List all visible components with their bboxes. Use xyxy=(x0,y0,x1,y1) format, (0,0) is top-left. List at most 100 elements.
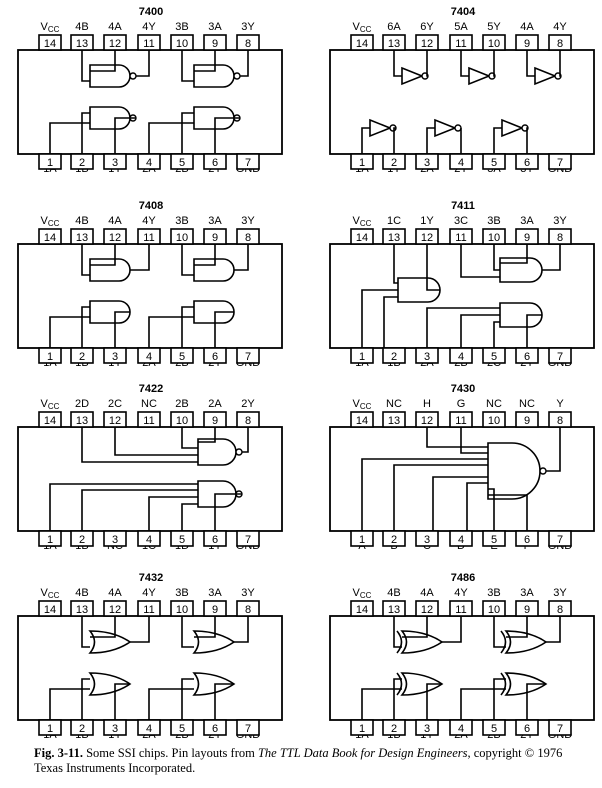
pin-number-top: 8 xyxy=(557,232,563,244)
pin-box-top xyxy=(350,600,374,617)
wire xyxy=(90,244,116,266)
wire xyxy=(393,50,402,77)
wire xyxy=(148,496,198,531)
pin-label-top: 3B xyxy=(175,587,188,599)
pin-label-top: 4A xyxy=(108,215,122,227)
pin-number-top: 12 xyxy=(109,415,121,427)
gate-body xyxy=(397,277,441,303)
pin-number-bottom: 3 xyxy=(112,157,118,169)
pin-number-bottom: 5 xyxy=(179,723,185,735)
inversion-bubble xyxy=(539,467,547,475)
pin-label-top: VCC xyxy=(41,21,60,34)
chip-7408: 7408VCC4B4A4Y3B3A3Y1A1B1Y2A2B2YGND141312… xyxy=(17,200,283,369)
pin-number-bottom: 3 xyxy=(112,723,118,735)
wire xyxy=(393,464,488,531)
wire xyxy=(81,616,90,648)
wire xyxy=(460,688,506,720)
wire xyxy=(506,616,528,638)
pin-number-top: 13 xyxy=(388,38,400,50)
pin-number-top: 9 xyxy=(524,604,530,616)
pin-number-bottom: 7 xyxy=(245,351,251,363)
gate-body xyxy=(88,672,132,696)
wire xyxy=(559,50,561,77)
pin-label-top: 6Y xyxy=(420,21,434,33)
wire xyxy=(49,122,90,154)
pin-number-top: 9 xyxy=(524,38,530,50)
pin-label-top: 4Y xyxy=(553,21,567,33)
pin-number-bottom: 3 xyxy=(424,157,430,169)
pin-number-top: 10 xyxy=(488,38,500,50)
wire xyxy=(181,503,198,531)
pin-label-top: 3Y xyxy=(553,587,567,599)
pin-number-top: 9 xyxy=(524,232,530,244)
pin-number-bottom: 4 xyxy=(458,351,464,363)
pin-label-top: 4Y xyxy=(454,587,468,599)
wire xyxy=(198,427,216,443)
gate-body xyxy=(193,300,235,324)
gate-body xyxy=(499,302,543,328)
wire xyxy=(361,289,398,348)
wire xyxy=(148,688,194,720)
pin-number-top: 13 xyxy=(76,232,88,244)
pin-number-top: 10 xyxy=(488,415,500,427)
wire xyxy=(426,683,442,720)
pin-box-bottom xyxy=(382,347,406,364)
wire xyxy=(49,483,198,531)
pin-number-bottom: 5 xyxy=(491,723,497,735)
pin-number-bottom: 7 xyxy=(557,351,563,363)
pin-box-bottom xyxy=(449,530,473,547)
pin-number-top: 8 xyxy=(245,232,251,244)
pin-label-top: VCC xyxy=(41,215,60,228)
wire xyxy=(460,50,469,77)
pin-label-top: 2B xyxy=(175,398,188,410)
chip-7411: 7411VCC1C1Y3C3B3A3Y1A1B2A2B2C2YGND141312… xyxy=(329,200,595,369)
pin-number-top: 12 xyxy=(421,415,433,427)
wire xyxy=(214,683,234,720)
pin-number-bottom: 2 xyxy=(79,351,85,363)
pin-label-top: 2Y xyxy=(241,398,255,410)
pin-number-top: 11 xyxy=(455,604,466,616)
pin-box-top xyxy=(350,411,374,428)
pin-number-top: 12 xyxy=(109,232,121,244)
gate-body xyxy=(504,672,548,696)
pin-number-top: 11 xyxy=(455,38,466,50)
wire xyxy=(194,616,216,638)
chip-body xyxy=(329,615,595,721)
wire xyxy=(546,616,561,643)
pin-box-bottom xyxy=(548,347,572,364)
chip-title: 7411 xyxy=(451,200,475,212)
pin-number-bottom: 6 xyxy=(212,723,218,735)
pin-number-bottom: 3 xyxy=(424,534,430,546)
pin-label-top: 1C xyxy=(387,215,401,227)
chip-title: 7400 xyxy=(139,6,163,18)
pin-box-bottom xyxy=(103,530,127,547)
wire xyxy=(361,127,370,154)
wire xyxy=(493,127,502,154)
chip-body xyxy=(17,49,283,155)
pin-number-top: 10 xyxy=(488,232,500,244)
gate-body xyxy=(89,258,131,282)
pin-number-top: 12 xyxy=(109,38,121,50)
wire xyxy=(393,127,396,154)
wire xyxy=(81,244,90,276)
pin-box-bottom xyxy=(548,530,572,547)
pin-box-bottom xyxy=(415,530,439,547)
pin-label-top: 3B xyxy=(175,215,188,227)
wire xyxy=(49,316,90,348)
ssi-chips-diagram: 7400VCC4B4A4Y3B3A3Y1A1B1Y2A2B2YGND141312… xyxy=(17,6,595,741)
wire xyxy=(493,244,500,271)
pin-number-top: 13 xyxy=(76,415,88,427)
wire xyxy=(493,50,495,77)
pin-label-top: 4A xyxy=(420,587,434,599)
wire xyxy=(493,321,500,348)
gate-body xyxy=(197,438,237,466)
pin-number-bottom: 4 xyxy=(146,351,152,363)
wire xyxy=(81,50,90,82)
chip-7430: 7430VCCNCHGNCNCYABCDEFGND141312111098123… xyxy=(329,383,595,552)
wire xyxy=(426,50,428,77)
pin-number-bottom: 3 xyxy=(424,351,430,363)
pin-number-bottom: 5 xyxy=(179,534,185,546)
pin-number-bottom: 7 xyxy=(245,534,251,546)
pin-box-bottom xyxy=(236,347,260,364)
pin-number-bottom: 4 xyxy=(458,723,464,735)
